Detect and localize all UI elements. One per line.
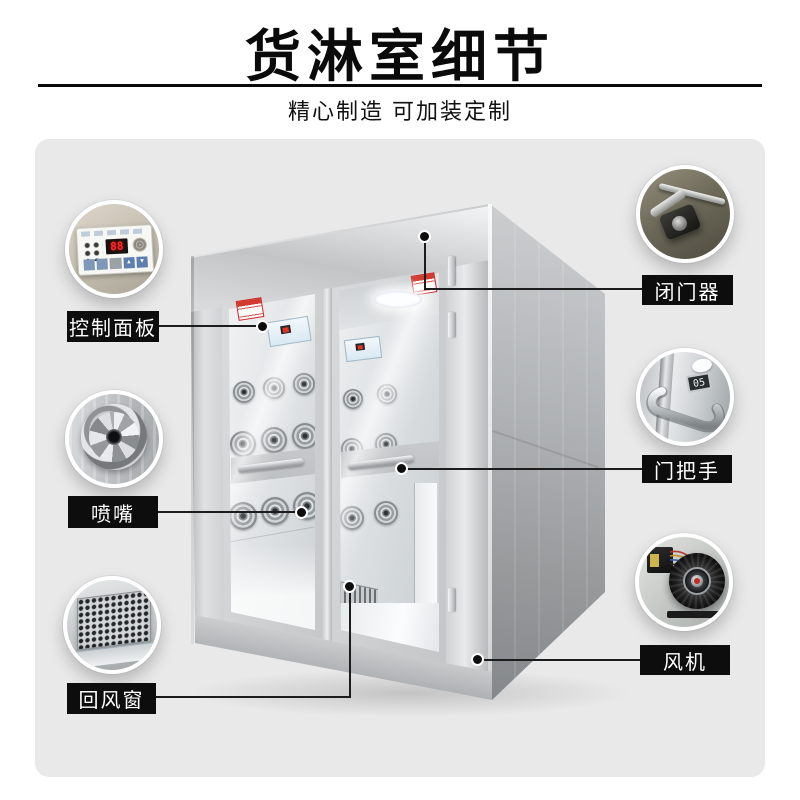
right-door-glass xyxy=(339,273,439,652)
door-handle-photo: 05 xyxy=(636,348,734,446)
label-fan: 风机 xyxy=(640,645,730,675)
dot-fan xyxy=(471,653,484,666)
connector-fan xyxy=(477,659,641,661)
dot-door-closer xyxy=(418,230,431,243)
door-hinge xyxy=(448,588,455,612)
dot-return-window xyxy=(343,580,356,593)
connector-return-window-v xyxy=(349,587,351,697)
control-panel-photo: 88 ▲ ▼ xyxy=(65,200,163,298)
connector-control-panel xyxy=(158,325,264,327)
corner-highlight xyxy=(488,204,492,700)
connector-door-closer-v xyxy=(424,236,426,290)
connector-door-closer-h xyxy=(424,288,643,290)
door-hinge xyxy=(448,256,455,286)
connector-door-handle xyxy=(401,468,643,470)
handle-tube xyxy=(646,386,726,433)
label-control-panel: 控制面板 xyxy=(67,311,159,342)
interior-back-opening xyxy=(415,483,437,613)
label-nozzle: 喷嘴 xyxy=(68,496,158,528)
connector-return-window-h xyxy=(156,696,351,698)
label-door-handle: 门把手 xyxy=(642,455,732,483)
label-door-closer: 闭门器 xyxy=(642,275,733,305)
up-button: ▲ xyxy=(123,257,135,269)
door-hinge xyxy=(448,312,455,338)
title-divider xyxy=(38,84,762,87)
page-subtitle: 精心制造 可加装定制 xyxy=(287,99,513,124)
buzzer-grille xyxy=(132,237,148,253)
center-mullion xyxy=(322,288,332,641)
dot-door-handle xyxy=(395,462,408,475)
connector-nozzle xyxy=(158,511,304,513)
nozzle-photo xyxy=(65,390,163,488)
dot-nozzle xyxy=(295,506,308,519)
page-title: 货淋室细节 xyxy=(245,25,555,88)
return-air-window-photo xyxy=(63,576,161,674)
interior-control-panel xyxy=(343,335,383,363)
fan-photo xyxy=(635,533,733,631)
label-return-window: 回风窗 xyxy=(67,683,156,714)
door-closer-photo xyxy=(636,165,734,263)
dot-control-panel xyxy=(256,320,269,333)
ceiling-light xyxy=(374,291,422,308)
led-display: 88 xyxy=(105,238,129,255)
warning-sticker xyxy=(235,297,265,321)
down-button: ▼ xyxy=(136,256,148,268)
front-left-stile xyxy=(191,307,224,621)
front-left-edge xyxy=(191,256,194,644)
